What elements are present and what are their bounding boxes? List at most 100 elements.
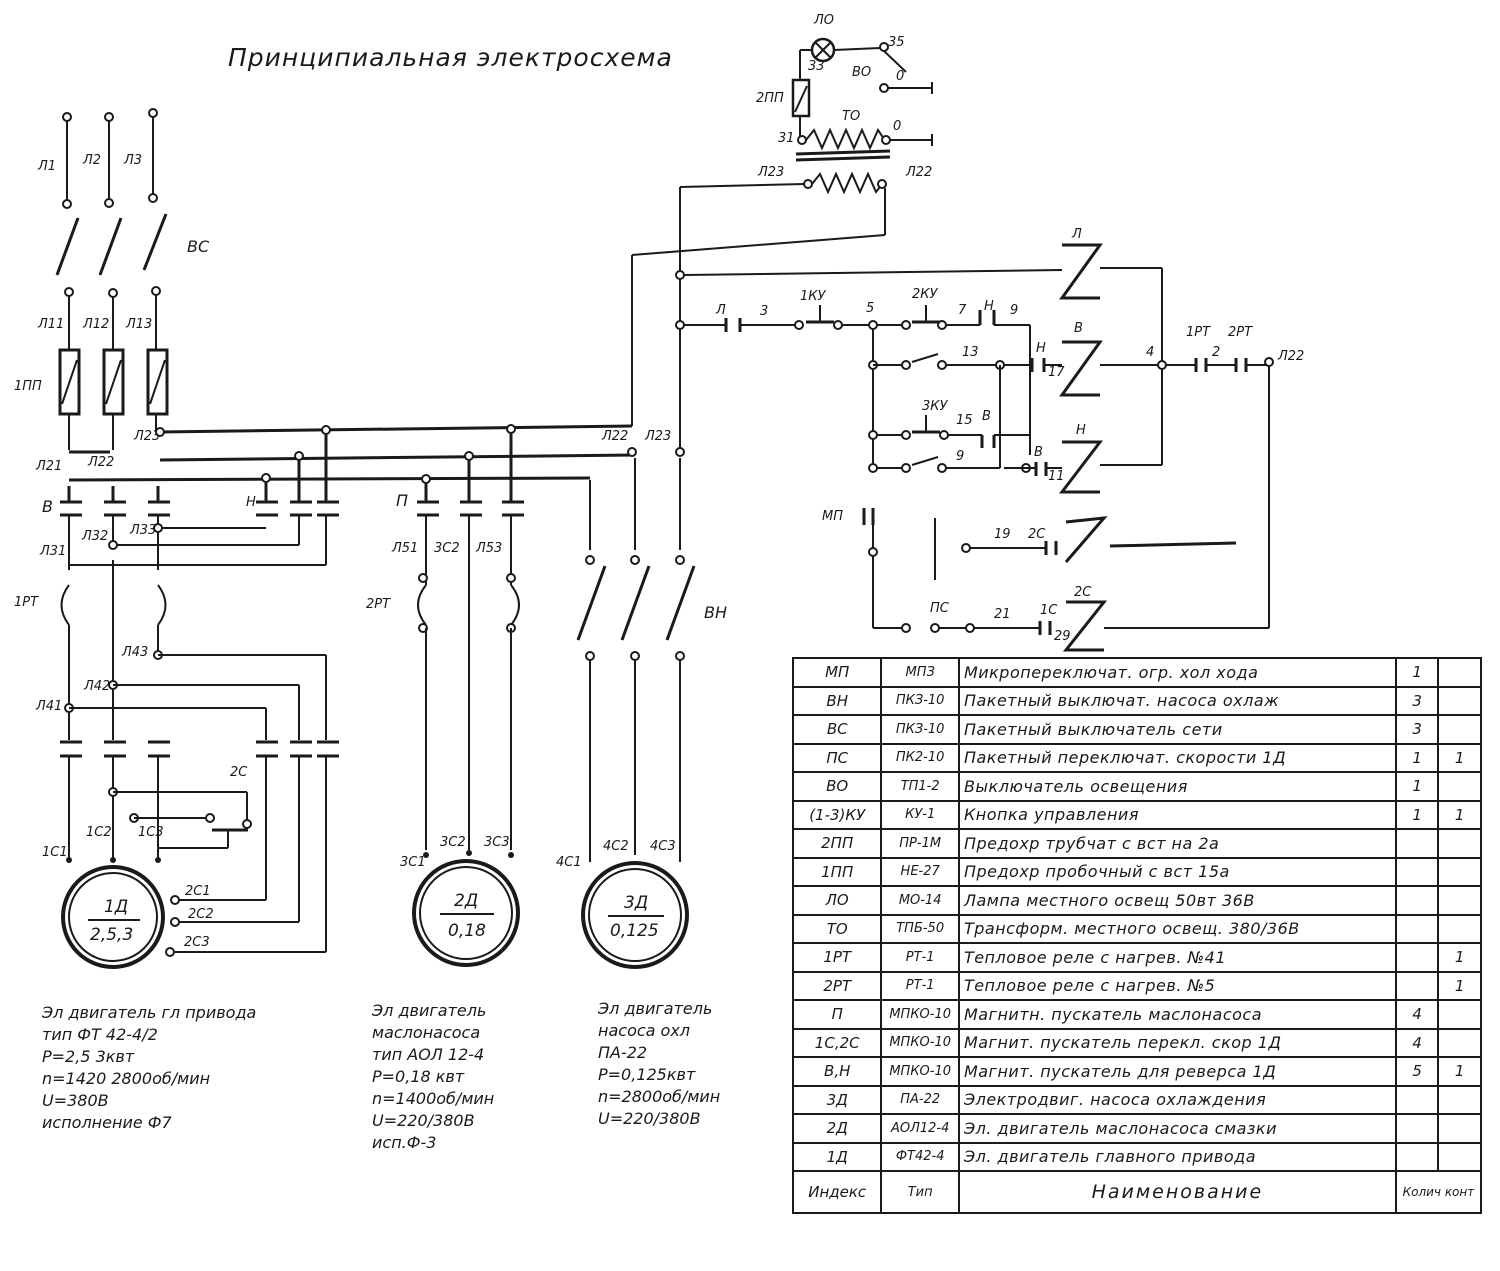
motor3-desc-line: Эл двигатель bbox=[598, 999, 713, 1018]
label-2S2: 2С2 bbox=[188, 907, 214, 922]
label-H-contact: Н bbox=[984, 299, 994, 314]
label-9: 9 bbox=[1010, 303, 1018, 318]
label-2S: 2С bbox=[230, 765, 248, 780]
cell-name: Эл. двигатель маслонасоса смазки bbox=[957, 1113, 1397, 1144]
label-1S2: 1С2 bbox=[86, 825, 112, 840]
label-B-coil: В bbox=[1074, 321, 1083, 336]
motor-1D bbox=[61, 865, 165, 969]
label-L22-tr: Л22 bbox=[905, 165, 932, 180]
cell-qty2 bbox=[1437, 1113, 1482, 1144]
cell-qty1 bbox=[1394, 885, 1440, 916]
cell-type: АОЛ12-4 bbox=[880, 1113, 960, 1144]
label-3S2: 3С2 bbox=[434, 541, 460, 556]
cell-index: 1РТ bbox=[791, 942, 883, 973]
cell-name: Магнит. пускатель для реверса 1Д bbox=[957, 1056, 1397, 1087]
cell-name: Электродвиг. насоса охлаждения bbox=[957, 1084, 1397, 1115]
label-1S-contact: 1С bbox=[1040, 603, 1058, 618]
motor1-desc-line: исполнение Ф7 bbox=[42, 1113, 172, 1132]
label-LO: ЛО bbox=[813, 13, 834, 28]
cell-qty2 bbox=[1437, 885, 1482, 916]
label-H: Н bbox=[246, 495, 256, 510]
motor-3D-top: 3Д bbox=[624, 893, 648, 913]
cell-type: ТПБ-50 bbox=[880, 913, 960, 944]
label-13: 13 bbox=[962, 345, 979, 360]
cell-qty1: 1 bbox=[1394, 742, 1440, 773]
cell-index: П bbox=[791, 999, 883, 1030]
label-1RT-c: 1РТ bbox=[1186, 325, 1211, 340]
label-L22-bus: Л22 bbox=[601, 429, 628, 444]
cell-type: МО-14 bbox=[880, 885, 960, 916]
cell-qty1: 4 bbox=[1394, 1027, 1440, 1058]
cell-name: Трансформ. местного освещ. 380/36В bbox=[957, 913, 1397, 944]
label-L3: Л3 bbox=[123, 153, 142, 168]
label-3: 3 bbox=[760, 304, 768, 319]
cell-index: 2РТ bbox=[791, 970, 883, 1001]
cell-index: ПС bbox=[791, 742, 883, 773]
cell-qty2 bbox=[1437, 771, 1482, 802]
cell-name: Тепловое реле с нагрев. №5 bbox=[957, 970, 1397, 1001]
header-index: Индекс bbox=[791, 1170, 883, 1214]
label-PS: ПС bbox=[930, 601, 950, 616]
label-3S3: 3С3 bbox=[484, 835, 510, 850]
label-29: 29 bbox=[1054, 629, 1071, 644]
label-L33: Л33 bbox=[129, 523, 156, 538]
label-33: 33 bbox=[808, 59, 825, 74]
cell-qty2 bbox=[1437, 828, 1482, 859]
cell-type: ПК2-10 bbox=[880, 742, 960, 773]
label-3S1: 3С1 bbox=[400, 855, 426, 870]
cell-type: МПКО-10 bbox=[880, 1056, 960, 1087]
label-2S-coil: 2С bbox=[1074, 585, 1092, 600]
motor1-desc-line: n=1420 2800об/мин bbox=[42, 1069, 211, 1088]
label-L23-bus: Л23 bbox=[644, 429, 671, 444]
cell-type: ПКЗ-10 bbox=[880, 685, 960, 716]
motor3-description: Эл двигатель насоса охл ПА-22 Р=0,125квт… bbox=[598, 998, 720, 1130]
cell-name: Предохр пробочный с вст 15а bbox=[957, 856, 1397, 887]
label-L1: Л1 bbox=[37, 159, 56, 174]
cell-name: Выключатель освещения bbox=[957, 771, 1397, 802]
cell-type: РТ-1 bbox=[880, 942, 960, 973]
label-0: 0 bbox=[896, 69, 904, 84]
cell-qty1 bbox=[1394, 1084, 1440, 1115]
cell-name: Тепловое реле с нагрев. №41 bbox=[957, 942, 1397, 973]
cell-qty2 bbox=[1437, 856, 1482, 887]
cell-name: Микропереключат. огр. хол хода bbox=[957, 657, 1397, 688]
label-H-nc: Н bbox=[1036, 341, 1046, 356]
label-L21: Л21 bbox=[35, 459, 62, 474]
cell-type: ПР-1М bbox=[880, 828, 960, 859]
label-4S1: 4С1 bbox=[556, 855, 582, 870]
label-L32: Л32 bbox=[81, 529, 108, 544]
label-VN: ВН bbox=[704, 603, 727, 622]
label-H-coil: Н bbox=[1076, 423, 1086, 438]
label-L12: Л12 bbox=[82, 317, 109, 332]
cell-name: Пакетный переключат. скорости 1Д bbox=[957, 742, 1397, 773]
cell-type: РТ-1 bbox=[880, 970, 960, 1001]
cell-index: 3Д bbox=[791, 1084, 883, 1115]
motor1-description: Эл двигатель гл привода тип ФТ 42-4/2 Р=… bbox=[42, 1002, 256, 1134]
motor3-desc-line: насоса охл bbox=[598, 1021, 691, 1040]
motor3-circuit: ВН 4С1 4С2 4С3 3Д 0,125 bbox=[556, 458, 727, 969]
motor3-desc-line: Р=0,125квт bbox=[598, 1065, 696, 1084]
label-L51: Л51 bbox=[391, 541, 418, 556]
label-MP: МП bbox=[822, 509, 843, 524]
cell-qty1: 5 bbox=[1394, 1056, 1440, 1087]
motor1-desc-line: Эл двигатель гл привода bbox=[42, 1003, 257, 1022]
cell-index: ВС bbox=[791, 714, 883, 745]
cell-qty2 bbox=[1437, 1027, 1482, 1058]
cell-type: КУ-1 bbox=[880, 799, 960, 830]
label-L31: Л31 bbox=[39, 544, 66, 559]
cell-name: Предохр трубчат с вст на 2а bbox=[957, 828, 1397, 859]
label-19: 19 bbox=[994, 527, 1011, 542]
motor3-desc-line: ПА-22 bbox=[598, 1043, 648, 1062]
motor2-desc-line: Р=0,18 квт bbox=[372, 1067, 465, 1086]
cell-qty2 bbox=[1437, 714, 1482, 745]
